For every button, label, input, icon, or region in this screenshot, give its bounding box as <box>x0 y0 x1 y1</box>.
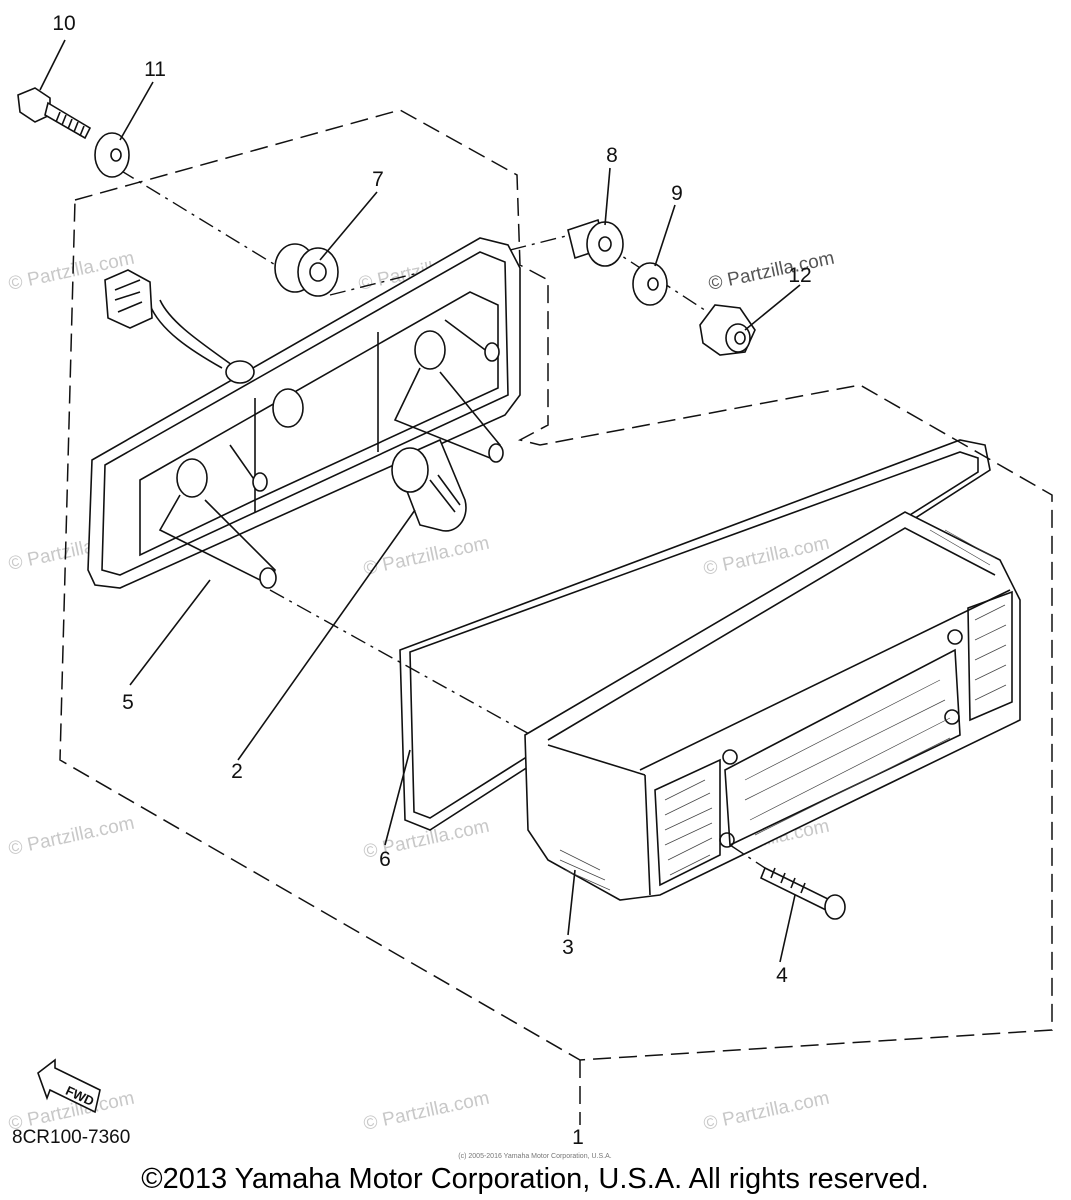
nut-part-12 <box>699 304 756 356</box>
diagram-code: 8CR100-7360 <box>12 1127 130 1148</box>
callout-1: 1 <box>572 1126 584 1149</box>
grommet-part-7 <box>274 243 339 297</box>
alignment-line <box>119 169 301 281</box>
callout-11: 11 <box>144 58 166 81</box>
alignment-line <box>329 234 571 296</box>
callout-4: 4 <box>776 964 788 987</box>
watermark-text: © Partzilla.com <box>7 813 137 860</box>
collar-part-8 <box>567 218 624 267</box>
watermark-text: © Partzilla.com <box>707 248 837 295</box>
callout-7: 7 <box>372 168 384 191</box>
callout-12: 12 <box>788 264 811 287</box>
leader-lines <box>39 39 801 963</box>
gasket-part-6 <box>399 439 991 831</box>
callout-6: 6 <box>379 848 391 871</box>
small-copyright: (c) 2005-2016 Yamaha Motor Corporation, … <box>458 1153 611 1160</box>
copyright-notice: ©2013 Yamaha Motor Corporation, U.S.A. A… <box>141 1163 929 1195</box>
assembly-outline <box>59 109 1053 1061</box>
callout-2: 2 <box>231 760 243 783</box>
watermark-text: © Partzilla.com <box>362 533 492 580</box>
callout-3: 3 <box>562 936 574 959</box>
watermark-text: © Partzilla.com <box>702 1088 832 1135</box>
washer-part-9 <box>632 262 668 306</box>
housing-part-5 <box>87 237 521 589</box>
screw-part-4 <box>729 844 846 920</box>
watermark-text: © Partzilla.com <box>362 1088 492 1135</box>
lens-part-3 <box>524 511 1021 901</box>
alignment-line <box>269 589 721 841</box>
callout-10: 10 <box>52 12 75 35</box>
washer-part-11 <box>94 132 130 178</box>
callout-labels: 10 11 7 8 9 12 5 2 6 3 4 1 <box>52 12 811 1149</box>
callout-5: 5 <box>122 691 134 714</box>
bulb-part-2 <box>391 438 467 532</box>
callout-9: 9 <box>671 182 683 205</box>
bolt-part-10 <box>17 87 92 140</box>
callout-8: 8 <box>606 144 618 167</box>
